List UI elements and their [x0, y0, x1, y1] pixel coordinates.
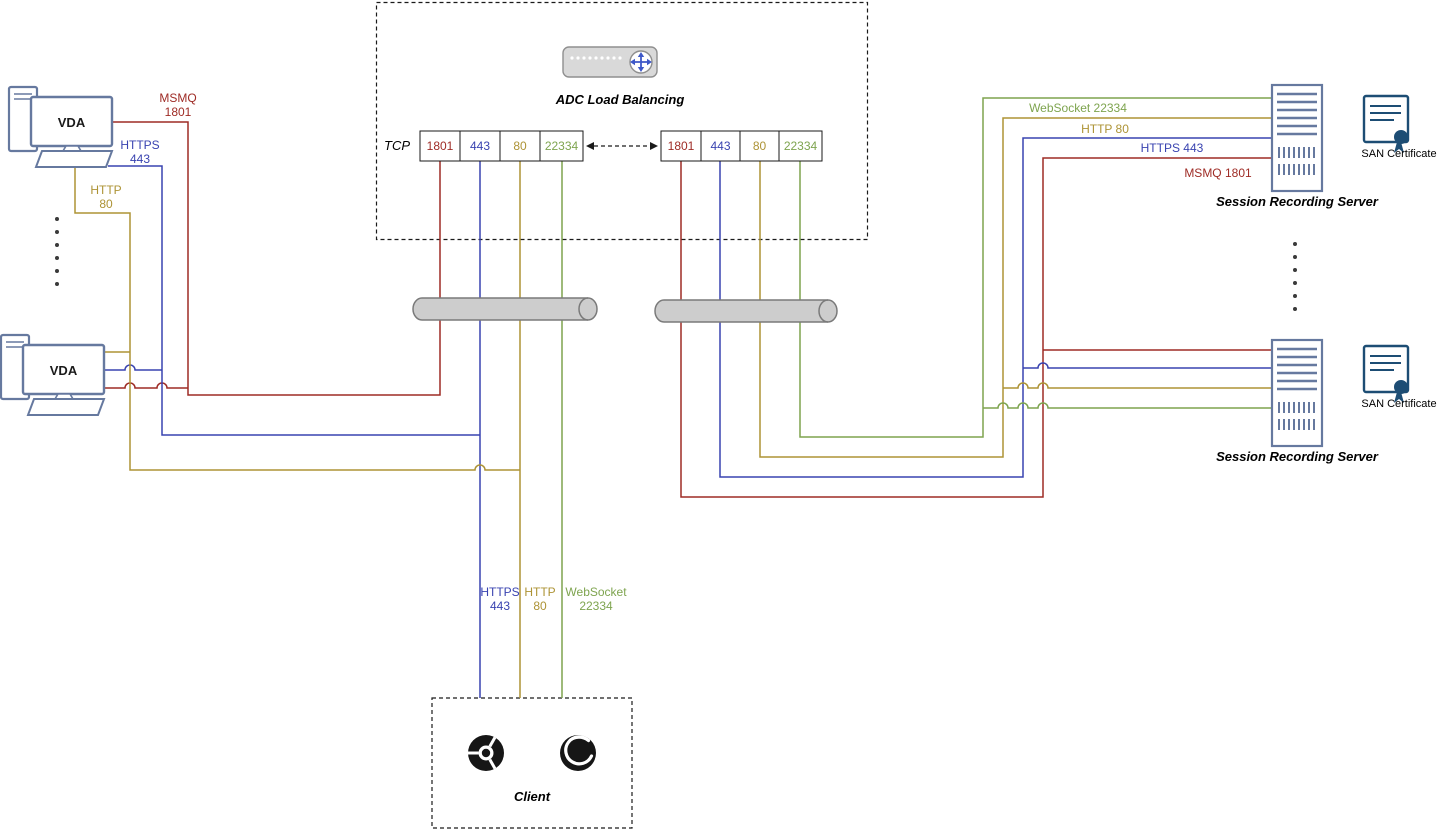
- http-label-vda-line1: HTTP: [90, 183, 121, 197]
- client-boundary-box: [431, 697, 633, 829]
- port-cell: [739, 130, 780, 162]
- ha-sync-arrow: [586, 142, 658, 150]
- pipe-body: [412, 297, 598, 321]
- server-slats: [1277, 92, 1317, 136]
- pipe-rim: [818, 299, 829, 323]
- pc-tower-vents: [14, 93, 32, 100]
- msmq-label-server: MSMQ 1801: [1184, 166, 1252, 180]
- port-cell: [419, 130, 461, 162]
- msmq-label-vda-line2: 1801: [165, 105, 192, 119]
- server-vents: [1278, 402, 1315, 430]
- port-cell: [459, 130, 501, 162]
- ellipsis-dots-left: [55, 217, 59, 286]
- server-slats: [1277, 347, 1317, 391]
- http-line-adc-to-server1: [759, 117, 1272, 458]
- san-certificate-icon-1: [1362, 94, 1410, 153]
- msmq-line-adc-to-server1: [680, 157, 1272, 498]
- ellipsis-dots-right: [1293, 242, 1297, 311]
- certificate-seal: [1394, 380, 1408, 394]
- certificate-seal: [1394, 130, 1408, 144]
- websocket-label-client-line2: 22334: [579, 599, 613, 613]
- server-icon-1: [1270, 83, 1324, 193]
- http-label-vda-line2: 80: [99, 197, 113, 211]
- vda-icon-1: VDA: [7, 85, 114, 168]
- https-label-client-line2: 443: [490, 599, 510, 613]
- adc-appliance-icon: [562, 46, 658, 78]
- port-80-left: 80: [513, 139, 527, 153]
- port-table-right: 1801 443 80 22334: [660, 130, 823, 162]
- san-certificate-icon-2: [1362, 344, 1410, 403]
- msmq-line-vda2-stub: [104, 382, 188, 389]
- vda-label-1: VDA: [58, 115, 86, 130]
- tcp-label: TCP: [384, 138, 410, 153]
- https-line-vda2-stub: [104, 364, 162, 371]
- msmq-label-vda-line1: MSMQ: [159, 91, 196, 105]
- http-label-client-line2: 80: [533, 599, 547, 613]
- pc-keyboard: [26, 398, 106, 416]
- port-cell: [778, 130, 823, 162]
- server-label-2: Session Recording Server: [1216, 449, 1379, 464]
- adc-title: ADC Load Balancing: [555, 92, 685, 107]
- websocket-label-server: WebSocket 22334: [1029, 101, 1127, 115]
- port-22334-left: 22334: [545, 139, 579, 153]
- https-line-server2-stub: [1023, 362, 1272, 369]
- network-pipe-left: [412, 297, 598, 321]
- vda-label-2: VDA: [50, 363, 78, 378]
- port-cell: [700, 130, 741, 162]
- http-label-client-line1: HTTP: [524, 585, 555, 599]
- san-certificate-label-1: SAN Certificate: [1361, 148, 1436, 160]
- network-pipe-right: [654, 299, 838, 323]
- connection-lines: [74, 97, 1272, 698]
- pipe-rim: [578, 297, 589, 321]
- https-label-server: HTTPS 443: [1141, 141, 1204, 155]
- https-line-vda1-branch: [108, 165, 480, 436]
- port-table-left: 1801 443 80 22334: [419, 130, 584, 162]
- server-label-1: Session Recording Server: [1216, 194, 1379, 209]
- http-line-server2-stub: [1003, 382, 1272, 389]
- port-1801-left: 1801: [427, 139, 454, 153]
- port-443-left: 443: [470, 139, 490, 153]
- https-label-client-line1: HTTPS: [480, 585, 519, 599]
- client-label: Client: [514, 789, 551, 804]
- websocket-line-adc-to-server1: [799, 97, 1272, 438]
- adc-boundary-box: [375, 1, 869, 241]
- port-443-right: 443: [710, 139, 730, 153]
- firefox-icon: [560, 735, 596, 771]
- certificate-ribbon: [1394, 142, 1404, 153]
- pc-keyboard: [34, 150, 114, 168]
- appliance-ports: [570, 56, 622, 60]
- port-22334-right: 22334: [784, 139, 818, 153]
- https-label-vda-line2: 443: [130, 152, 150, 166]
- http-line-vda1-branch: [74, 167, 520, 471]
- websocket-line-server2-stub: [983, 402, 1272, 409]
- websocket-label-client-line1: WebSocket: [565, 585, 627, 599]
- port-1801-right: 1801: [668, 139, 695, 153]
- certificate-lines: [1370, 355, 1401, 371]
- http-label-server: HTTP 80: [1081, 122, 1129, 136]
- port-cell: [539, 130, 584, 162]
- server-vents: [1278, 147, 1315, 175]
- pipe-body: [654, 299, 838, 323]
- balancer-arrows-icon: [630, 52, 652, 72]
- vda-icon-2: VDA: [0, 333, 106, 416]
- pc-tower-vents: [6, 341, 24, 348]
- certificate-lines: [1370, 105, 1401, 121]
- port-80-right: 80: [753, 139, 767, 153]
- https-label-vda-line1: HTTPS: [120, 138, 159, 152]
- san-certificate-label-2: SAN Certificate: [1361, 398, 1436, 410]
- certificate-ribbon: [1394, 392, 1404, 403]
- server-icon-2: [1270, 338, 1324, 448]
- https-line-adc-to-server1: [719, 137, 1272, 478]
- port-cell: [499, 130, 541, 162]
- chrome-icon: [468, 735, 504, 771]
